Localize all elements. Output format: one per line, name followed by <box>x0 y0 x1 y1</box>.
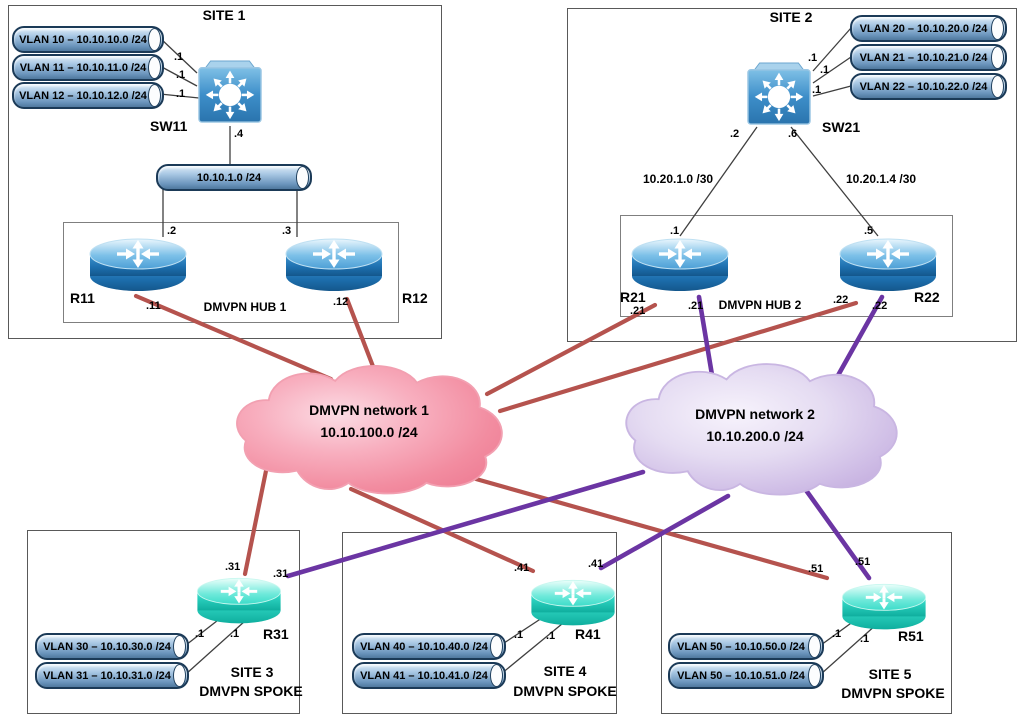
site3-vlan31-pipe: VLAN 31 – 10.10.31.0 /24 <box>35 662 189 689</box>
sw21-port-2: .2 <box>730 128 740 140</box>
site1-vlan12-pipe: VLAN 12 – 10.10.12.0 /24 <box>12 82 164 109</box>
r22-dmvpn1-port: .22 <box>833 294 849 306</box>
r41-name: R41 <box>575 626 601 642</box>
sw21-switch-icon <box>746 62 812 126</box>
sw11-lan-port: .4 <box>234 128 244 140</box>
site5-vlan50-label: VLAN 50 – 10.10.50.0 /24 <box>677 640 805 653</box>
hub2-label: DMVPN HUB 2 <box>718 298 802 312</box>
cloud2-subnet: 10.10.200.0 /24 <box>706 428 804 444</box>
site5-vlan51-pipe: VLAN 50 – 10.10.51.0 /24 <box>668 662 824 689</box>
site3-role: DMVPN SPOKE <box>199 683 303 699</box>
r11-dmvpn-port: .11 <box>146 300 161 312</box>
site1-vlan11-pipe: VLAN 11 – 10.10.11.0 /24 <box>12 54 164 81</box>
site1-vlan10-port: .1 <box>174 51 184 63</box>
r21-uplink-port: .1 <box>670 225 680 237</box>
site3-vlan31-port: .1 <box>230 628 240 640</box>
r51-dmvpn1-port: .51 <box>808 563 824 575</box>
site2-title: SITE 2 <box>769 9 813 25</box>
site3-vlan31-label: VLAN 31 – 10.10.31.0 /24 <box>43 669 171 682</box>
site2-vlan21-label: VLAN 21 – 10.10.21.0 /24 <box>859 51 988 64</box>
r31-router-icon <box>195 576 283 625</box>
r21-router-icon <box>630 237 730 293</box>
r12-lan-port: .3 <box>282 225 292 237</box>
site3-vlan30-pipe: VLAN 30 – 10.10.30.0 /24 <box>35 633 189 660</box>
site3-title: SITE 3 <box>230 664 274 680</box>
site4-vlan40-pipe: VLAN 40 – 10.10.40.0 /24 <box>352 633 506 660</box>
r41-dmvpn2-port: .41 <box>588 558 604 570</box>
site1-vlan11-port: .1 <box>176 69 186 81</box>
sw11-name: SW11 <box>150 118 188 134</box>
site5-vlan51-label: VLAN 50 – 10.10.51.0 /24 <box>677 669 805 682</box>
site2-vlan20-port: .1 <box>808 52 818 64</box>
site4-role: DMVPN SPOKE <box>513 683 617 699</box>
r11-router-icon <box>88 237 188 293</box>
r31-dmvpn2-port: .31 <box>273 568 289 580</box>
site1-vlan11-label: VLAN 11 – 10.10.11.0 /24 <box>19 61 147 74</box>
site3-vlan30-label: VLAN 30 – 10.10.30.0 /24 <box>43 640 171 653</box>
site5-role: DMVPN SPOKE <box>841 685 945 701</box>
r21-dmvpn1-port: .21 <box>630 305 646 317</box>
r21-dmvpn2-port: .21 <box>688 300 704 312</box>
site1-vlan10-pipe: VLAN 10 – 10.10.10.0 /24 <box>12 26 164 53</box>
cloud1-subnet: 10.10.100.0 /24 <box>320 424 418 440</box>
site4-vlan41-label: VLAN 41 – 10.10.41.0 /24 <box>360 669 488 682</box>
site2-vlan22-pipe: VLAN 22 – 10.10.22.0 /24 <box>850 73 1007 100</box>
site5-vlan50-pipe: VLAN 50 – 10.10.50.0 /24 <box>668 633 824 660</box>
site3-vlan30-port: .1 <box>195 628 205 640</box>
site1-vlan12-label: VLAN 12 – 10.10.12.0 /24 <box>19 89 147 102</box>
hub1-label: DMVPN HUB 1 <box>203 300 287 314</box>
r21-name: R21 <box>620 289 646 305</box>
r41-dmvpn1-port: .41 <box>514 562 530 574</box>
site1-vlan10-label: VLAN 10 – 10.10.10.0 /24 <box>19 33 147 46</box>
r22-dmvpn2-port: .22 <box>872 300 888 312</box>
site2-vlan22-port: .1 <box>812 84 822 96</box>
site1-lan-label: 10.10.1.0 /24 <box>196 171 262 184</box>
site2-vlan21-pipe: VLAN 21 – 10.10.21.0 /24 <box>850 44 1007 71</box>
site4-vlan40-port: .1 <box>514 629 524 641</box>
r12-dmvpn-port: .12 <box>333 296 349 308</box>
site2-vlan21-port: .1 <box>820 64 830 76</box>
r22-router-icon <box>838 237 938 293</box>
site2-vlan20-label: VLAN 20 – 10.10.20.0 /24 <box>859 22 988 35</box>
site1-lan-pipe: 10.10.1.0 /24 <box>156 164 312 191</box>
cloud1-name: DMVPN network 1 <box>309 402 429 418</box>
sw21-name: SW21 <box>822 119 861 135</box>
r11-name: R11 <box>70 290 95 306</box>
r51-name: R51 <box>898 628 924 644</box>
r11-lan-port: .2 <box>167 225 177 237</box>
site4-vlan40-label: VLAN 40 – 10.10.40.0 /24 <box>360 640 488 653</box>
site2-vlan22-label: VLAN 22 – 10.10.22.0 /24 <box>859 80 988 93</box>
sw11-switch-icon <box>197 60 263 124</box>
site1-title: SITE 1 <box>202 7 246 23</box>
site4-vlan41-pipe: VLAN 41 – 10.10.41.0 /24 <box>352 662 506 689</box>
site2-vlan20-pipe: VLAN 20 – 10.10.20.0 /24 <box>850 15 1007 42</box>
r31-dmvpn1-port: .31 <box>225 561 241 573</box>
r12-router-icon <box>284 237 384 293</box>
sw21-port-6: .6 <box>788 128 798 140</box>
site1-vlan12-port: .1 <box>176 88 186 100</box>
site5-vlan50-port: .1 <box>832 628 842 640</box>
r51-router-icon <box>840 582 928 631</box>
r41-router-icon <box>529 578 617 627</box>
link-10-20-1-4: 10.20.1.4 /30 <box>846 172 917 186</box>
site5-vlan51-port: .1 <box>860 633 870 645</box>
site4-vlan41-port: .1 <box>546 630 556 642</box>
site4-title: SITE 4 <box>543 663 587 679</box>
r12-name: R12 <box>402 290 428 306</box>
cloud2-name: DMVPN network 2 <box>695 406 815 422</box>
r51-dmvpn2-port: .51 <box>855 556 871 568</box>
link-10-20-1-0: 10.20.1.0 /30 <box>643 172 714 186</box>
r22-uplink-port: .5 <box>864 225 874 237</box>
r22-name: R22 <box>914 289 940 305</box>
site5-title: SITE 5 <box>868 666 912 682</box>
r31-name: R31 <box>263 626 289 642</box>
